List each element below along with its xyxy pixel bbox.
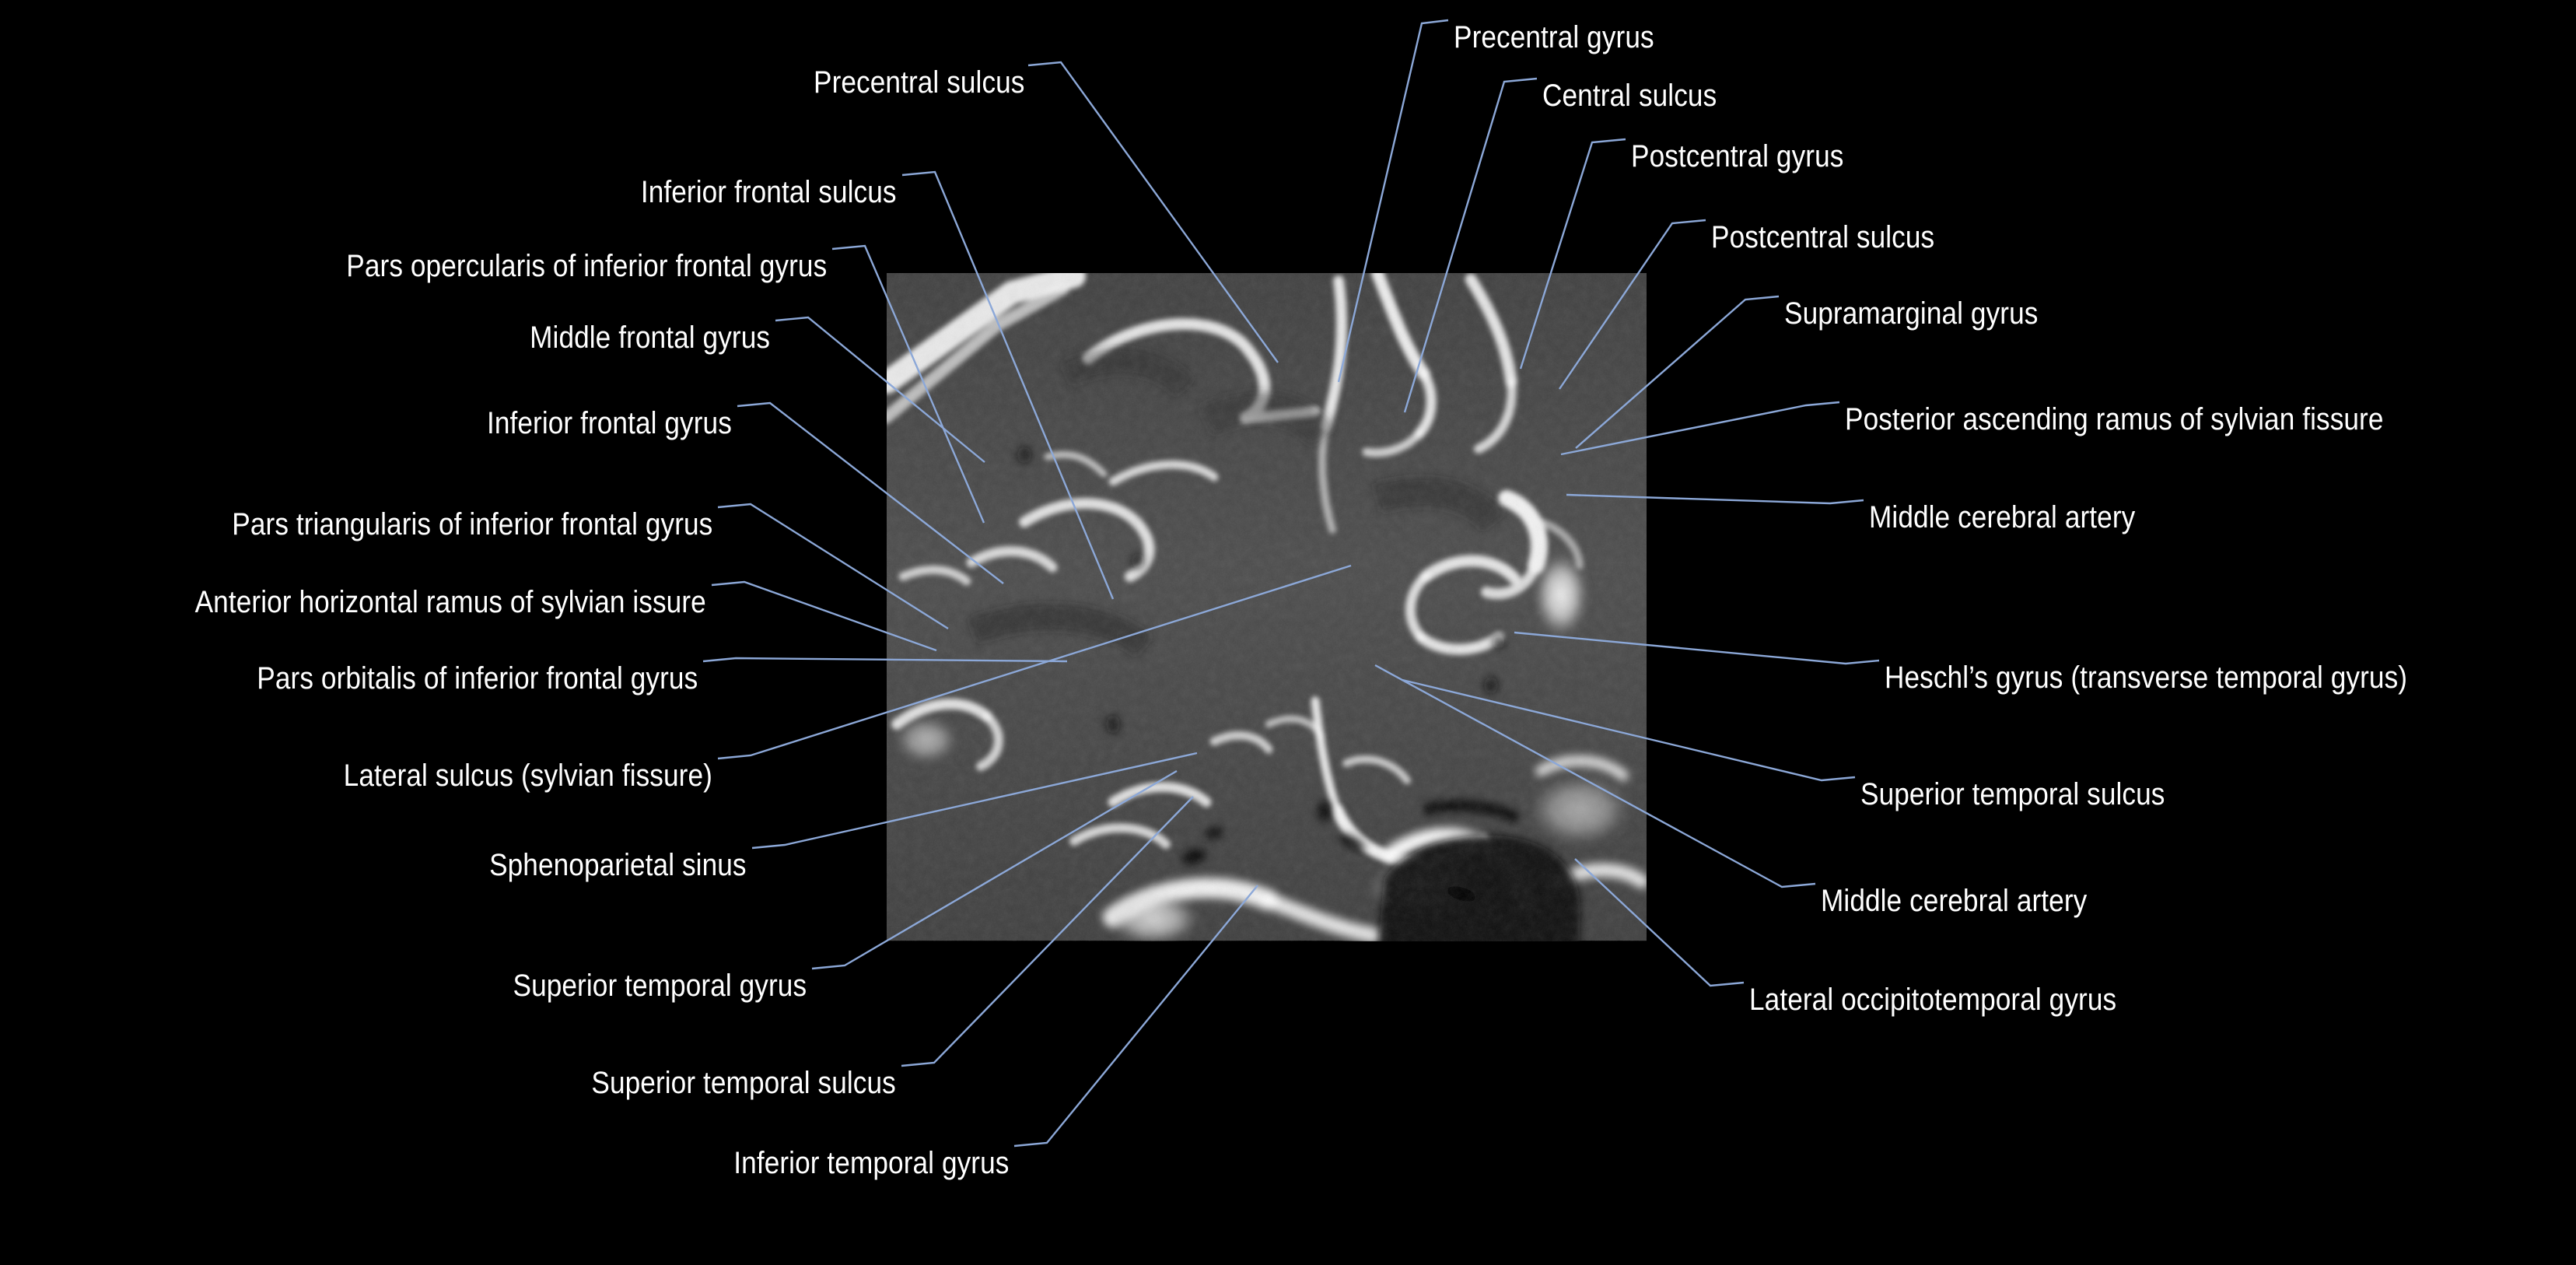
label-postcentral-sulcus: Postcentral sulcus xyxy=(1711,220,1935,254)
label-middle-frontal-gyrus: Middle frontal gyrus xyxy=(530,321,770,355)
label-lateral-sulcus: Lateral sulcus (sylvian fissure) xyxy=(343,759,712,793)
label-pars-triangularis: Pars triangularis of inferior frontal gy… xyxy=(231,507,712,541)
label-supramarginal-gyrus: Supramarginal gyrus xyxy=(1784,296,2039,331)
label-superior-temporal-sulcus-b: Superior temporal sulcus xyxy=(591,1066,896,1100)
label-middle-cerebral-artery-upper: Middle cerebral artery xyxy=(1869,500,2136,534)
label-sphenoparietal-sinus: Sphenoparietal sinus xyxy=(489,848,747,882)
label-superior-temporal-gyrus: Superior temporal gyrus xyxy=(513,969,807,1003)
label-inferior-frontal-sulcus: Inferior frontal sulcus xyxy=(641,175,897,209)
label-superior-temporal-sulcus-r: Superior temporal sulcus xyxy=(1860,777,2165,811)
label-pars-orbitalis: Pars orbitalis of inferior frontal gyrus xyxy=(257,661,698,696)
label-posterior-ascending-ramus: Posterior ascending ramus of sylvian fis… xyxy=(1845,402,2384,436)
mri-brain-image xyxy=(880,265,1656,952)
label-anterior-horizontal-ramus: Anterior horizontal ramus of sylvian iss… xyxy=(194,585,706,619)
label-postcentral-gyrus: Postcentral gyrus xyxy=(1631,139,1844,173)
label-heschls-gyrus: Heschl’s gyrus (transverse temporal gyru… xyxy=(1885,661,2408,695)
label-lateral-occipitotemporal: Lateral occipitotemporal gyrus xyxy=(1749,983,2117,1017)
label-precentral-sulcus: Precentral sulcus xyxy=(813,65,1024,100)
mri-rendering xyxy=(880,265,1656,952)
label-precentral-gyrus: Precentral gyrus xyxy=(1454,20,1654,54)
label-inferior-frontal-gyrus: Inferior frontal gyrus xyxy=(487,406,732,440)
label-central-sulcus: Central sulcus xyxy=(1542,79,1717,113)
label-inferior-temporal-gyrus: Inferior temporal gyrus xyxy=(733,1146,1009,1180)
label-pars-opercularis: Pars opercularis of inferior frontal gyr… xyxy=(345,249,827,283)
label-middle-cerebral-artery-lower: Middle cerebral artery xyxy=(1821,884,2088,918)
